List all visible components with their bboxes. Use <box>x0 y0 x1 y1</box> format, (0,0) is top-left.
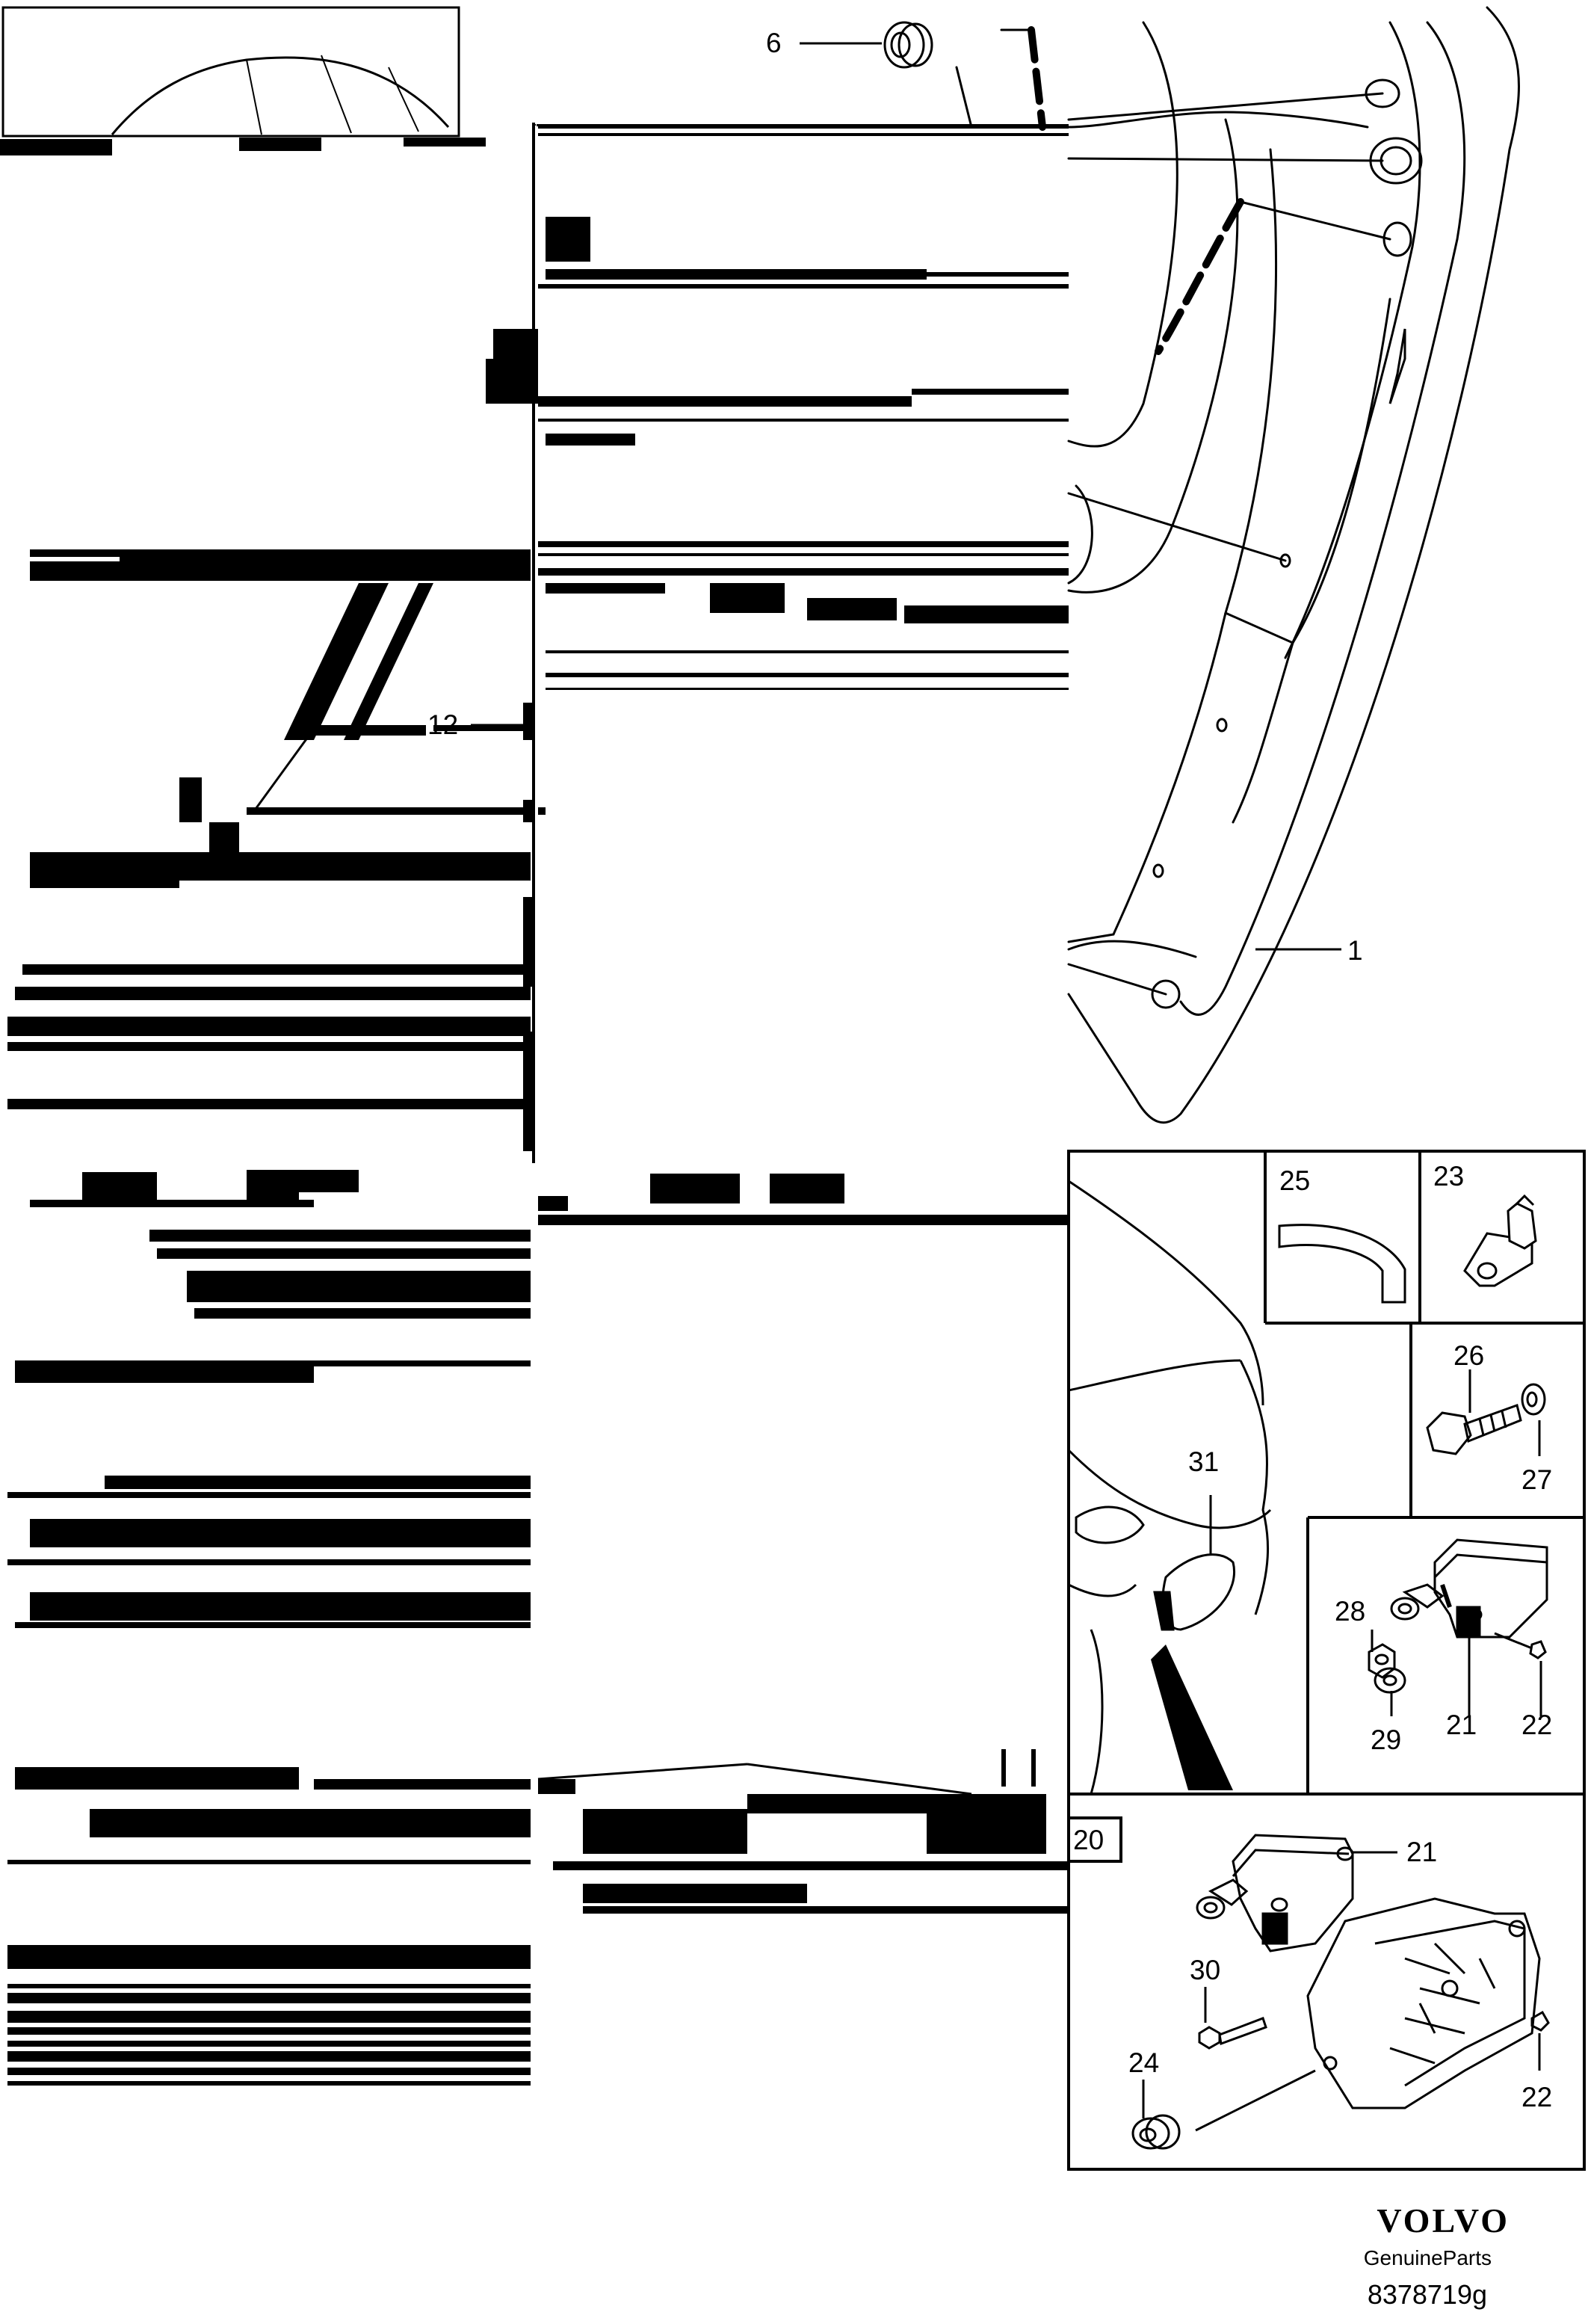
callout-24: 24 <box>1128 2047 1159 2078</box>
callout-29: 29 <box>1371 1724 1401 1755</box>
diagram-code: 8378719g <box>1368 2279 1487 2310</box>
callout-30: 30 <box>1190 1955 1220 1985</box>
part-assembly-lower <box>1131 1834 1550 2150</box>
callout-6: 6 <box>766 28 782 58</box>
callout-22-upper: 22 <box>1521 1710 1552 1740</box>
callout-1: 1 <box>1347 935 1363 966</box>
callout-23: 23 <box>1433 1161 1464 1192</box>
car-rear-view <box>1067 1180 1272 1795</box>
callout-27: 27 <box>1521 1464 1552 1495</box>
callout-12: 12 <box>427 709 458 740</box>
brand-subtitle: GenuineParts <box>1364 2246 1492 2269</box>
part-21-actuator <box>1368 1538 1548 1716</box>
callout-31: 31 <box>1188 1446 1219 1477</box>
part-23-clip <box>1463 1194 1537 1287</box>
callout-22-lower: 22 <box>1521 2082 1552 2112</box>
part-25-bracket <box>1278 1224 1406 1304</box>
inset-frames <box>1067 1150 1586 2171</box>
thumbnail-car <box>111 56 450 135</box>
callout-21-lower: 21 <box>1406 1837 1437 1867</box>
callout-20: 20 <box>1073 1825 1104 1855</box>
callout-25: 25 <box>1279 1165 1310 1196</box>
thumbnail-frame <box>1 6 460 138</box>
left-band <box>0 6 1069 2086</box>
part-6-grommet <box>800 21 933 69</box>
tailgate-panel <box>955 6 1520 1124</box>
callout-26: 26 <box>1453 1340 1484 1371</box>
callout-28: 28 <box>1335 1596 1365 1627</box>
part-26-bolt <box>1426 1369 1546 1456</box>
callout-21-upper: 21 <box>1446 1710 1477 1740</box>
volvo-logo: VOLVO <box>1377 2201 1510 2240</box>
